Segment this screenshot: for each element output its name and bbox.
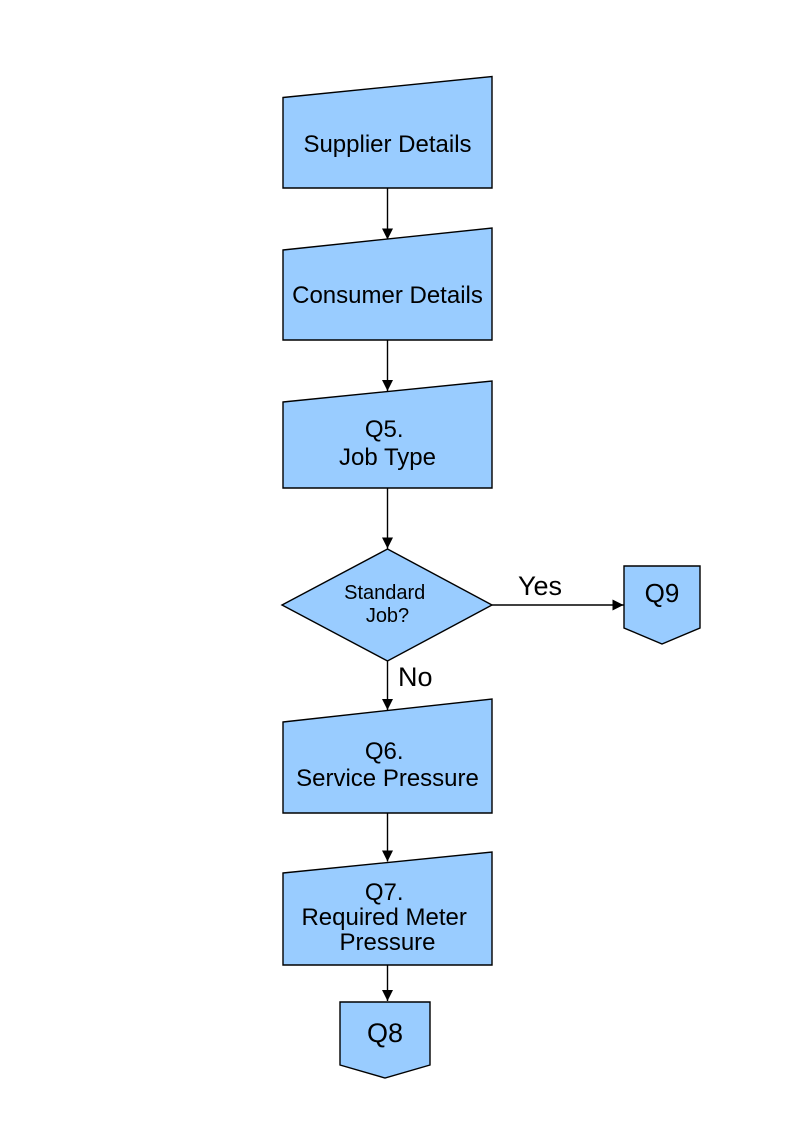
decision-diamond-shape [280, 548, 494, 662]
manual-input-shape-q7 [282, 851, 493, 966]
node-label-q7: Q7. Required Meter Pressure [301, 879, 473, 956]
flow-edges: Yes No [382, 188, 624, 1001]
flow-node-consumer-details: Consumer Details [282, 227, 493, 341]
edge-label-yes: Yes [518, 571, 562, 601]
flow-node-q7-required-meter-pressure: Q7. Required Meter Pressure [282, 851, 493, 966]
flow-node-supplier-details: Supplier Details [282, 75, 493, 189]
node-label-decision: Standard Job? [344, 582, 431, 627]
manual-input-shape-q5 [282, 380, 493, 489]
flow-node-q9-connector: Q9 [623, 565, 701, 645]
node-label-q8: Q8 [367, 1018, 403, 1048]
flow-node-q8-connector: Q8 [339, 1001, 431, 1079]
node-label-q9: Q9 [645, 578, 680, 608]
manual-input-shape-consumer [282, 227, 493, 341]
manual-input-shape-supplier [282, 75, 493, 189]
node-label-consumer: Consumer Details [292, 282, 483, 309]
edge-label-no: No [398, 662, 433, 692]
node-label-q6: Q6. Service Pressure [296, 738, 479, 792]
manual-input-shape-q6 [282, 698, 493, 814]
flow-node-standard-job-decision: Standard Job? [280, 548, 494, 662]
flow-node-q5-job-type: Q5. Job Type [282, 380, 493, 489]
flow-node-q6-service-pressure: Q6. Service Pressure [282, 698, 493, 814]
node-label-q5: Q5. Job Type [339, 416, 436, 471]
offpage-connector-shape-q8 [339, 1001, 431, 1079]
node-label-supplier: Supplier Details [303, 131, 471, 158]
offpage-connector-shape-q9 [623, 565, 701, 645]
